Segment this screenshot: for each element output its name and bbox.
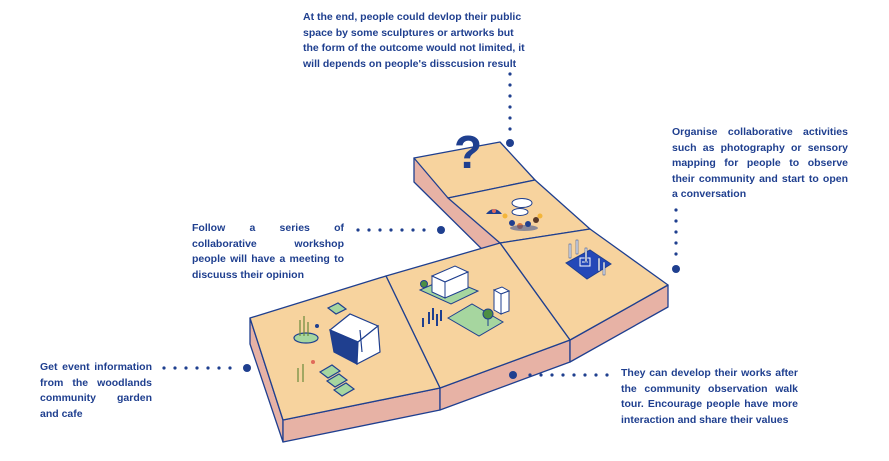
annotation-bottom: They can develop their works after the c… [621, 367, 798, 426]
annotation-right: Organise collaborative activities such a… [672, 126, 848, 200]
connectors [162, 72, 680, 379]
connector-right [672, 208, 680, 273]
annotation-top: At the end, people could devlop their pu… [303, 11, 525, 70]
photography-mapping-icon [565, 239, 612, 280]
connector-bottom [509, 371, 609, 379]
annotation-mid: Follow a series of collaborative worksho… [192, 222, 344, 281]
connector-top [506, 72, 514, 147]
community-works-icon [418, 265, 511, 337]
question-mark-icon: ? [454, 126, 482, 178]
annotation-left: Get event information from the woodlands… [40, 361, 152, 420]
connector-mid [356, 226, 445, 234]
barn-side [356, 324, 381, 366]
workshop-meeting-icon [486, 198, 543, 231]
connector-left [162, 364, 251, 372]
community-garden-cafe-icon [293, 302, 381, 397]
